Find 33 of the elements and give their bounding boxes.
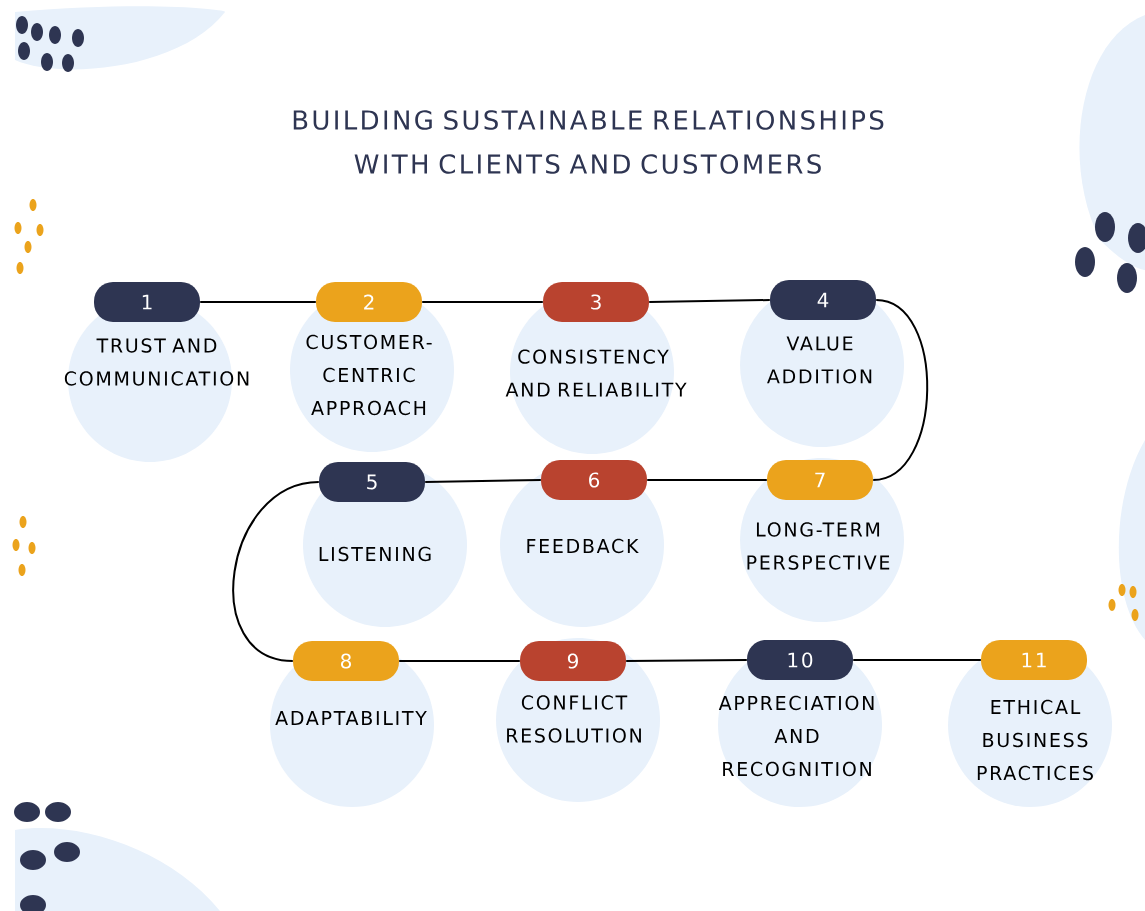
step-label: CONFLICT RESOLUTION (507, 695, 641, 743)
step-label: LONG-TERM PERSPECTIVE (747, 522, 890, 570)
step-label: CUSTOMER-CENTRIC APPROACH (306, 334, 432, 416)
number-pill: 2 (316, 282, 422, 322)
step-label: VALUE ADDITION (767, 336, 872, 384)
step-label: CONSISTENCY AND RELIABILITY (505, 349, 687, 397)
number-pill: 8 (293, 641, 399, 681)
step-label: ETHICAL BUSINESS PRACTICES (977, 699, 1093, 781)
title: BUILDING SUSTAINABLE RELATIONSHIPS WITH CLIENTS AND CUSTOMERS (293, 110, 884, 174)
step-label: FEEDBACK (527, 538, 639, 554)
number-pill: 1 (94, 282, 200, 322)
number-pill: 4 (770, 280, 876, 320)
number-pill: 6 (541, 460, 647, 500)
step-label: APPRECIATION AND RECOGNITION (718, 695, 874, 777)
number-pill: 11 (981, 640, 1087, 680)
connector-line (625, 659, 748, 662)
connector-line (852, 659, 982, 661)
step-label: ADAPTABILITY (275, 711, 427, 725)
number-pill: 10 (747, 640, 853, 680)
number-pill: 7 (767, 460, 873, 500)
connector-line (232, 481, 320, 662)
connector-line (199, 301, 317, 303)
number-pill: 9 (520, 641, 626, 681)
connector-line (421, 301, 544, 303)
number-pill: 5 (319, 462, 425, 502)
step-label: LISTENING (319, 546, 431, 562)
connector-line (646, 479, 768, 481)
connector-line (398, 660, 521, 662)
connector-line (424, 479, 542, 483)
number-pill: 3 (543, 282, 649, 322)
connector-line (872, 299, 929, 481)
step-label: TRUST AND COMMUNICATION (64, 338, 249, 386)
connector-line (648, 299, 771, 303)
